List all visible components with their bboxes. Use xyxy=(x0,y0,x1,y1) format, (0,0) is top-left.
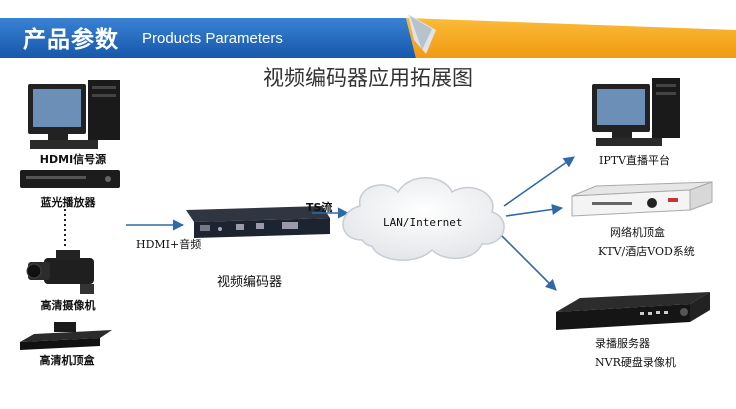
output-label-settop: 网络机顶盒 xyxy=(610,226,665,239)
output-label-recorder: 录播服务器 xyxy=(595,337,650,350)
hd-camcorder-icon xyxy=(26,250,94,294)
output-label-iptv: IPTV直播平台 xyxy=(599,154,671,167)
source-label-bluray: 蓝光播放器 xyxy=(40,196,96,209)
input-link-label: HDMI+音频 xyxy=(136,238,202,251)
network-settop-box-icon xyxy=(571,181,713,217)
output-arrow-iptv xyxy=(503,156,575,207)
diagram-title: 视频编码器应用拓展图 xyxy=(263,66,473,90)
header-title-en: Products Parameters xyxy=(142,30,283,47)
network-label: LAN/Internet xyxy=(383,216,463,229)
output-arrow-recorder xyxy=(501,235,557,291)
bluray-player-icon xyxy=(20,170,120,188)
encoder-label: 视频编码器 xyxy=(217,275,283,290)
source-label-camcorder: 高清摄像机 xyxy=(40,299,96,312)
hdmi-source-computer-icon xyxy=(28,80,120,149)
header-banner xyxy=(0,0,736,64)
output-arrow-settop xyxy=(505,203,564,217)
header-title-cn: 产品参数 xyxy=(23,27,119,53)
hd-settop-box-icon xyxy=(20,322,112,350)
network-cloud-icon xyxy=(342,177,505,261)
recording-server-nvr-icon xyxy=(556,292,710,330)
output-sublabel-settop: KTV/酒店VOD系统 xyxy=(598,245,695,258)
output-sublabel-recorder: NVR硬盘录像机 xyxy=(595,356,676,369)
ts-stream-label: TS流 xyxy=(306,201,333,214)
video-encoder-icon xyxy=(186,206,330,238)
iptv-platform-computer-icon xyxy=(592,78,680,146)
source-label-hdmi: HDMI信号源 xyxy=(39,153,107,166)
source-label-settop: 高清机顶盒 xyxy=(39,354,95,367)
